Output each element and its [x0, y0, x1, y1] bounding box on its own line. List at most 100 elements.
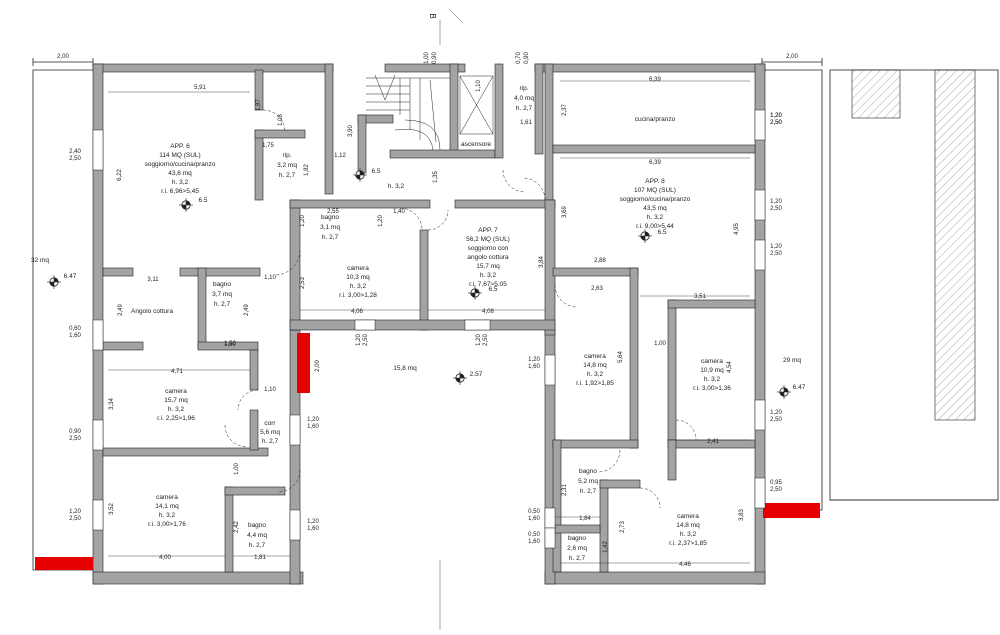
dimension-label: 1,84 — [579, 516, 591, 522]
dimension-label: 3,90 — [348, 125, 354, 137]
camera-c-height: h. 3,2 — [159, 512, 176, 519]
dimension-label: 1,10 — [476, 80, 482, 92]
app7-ri: r.i. 7,67>5,05 — [469, 281, 507, 288]
dimension-label: 5,64 — [618, 351, 624, 363]
window-label: 1,202,50 — [770, 244, 782, 257]
dimension-label: 3,69 — [562, 206, 568, 218]
dimension-label: 3,51 — [694, 294, 706, 300]
app8-room: soggiorno/cucina/pranzo — [620, 196, 691, 203]
dimension-label: 2,31 — [562, 484, 568, 496]
camera-b-area: 15,7 mq — [164, 397, 188, 404]
level-marker — [467, 285, 483, 301]
dimension-label: 6,39 — [649, 77, 661, 83]
camera-a-name: camera — [347, 265, 369, 272]
stair-level: 6.5 — [371, 168, 380, 175]
camera-e-height: h. 3,2 — [704, 376, 721, 383]
camera-d-name: camera — [584, 353, 606, 360]
dimension-label: 1,35 — [433, 171, 439, 183]
balcony-left-width: 2,00 — [57, 54, 69, 60]
dimension-lines — [108, 9, 750, 630]
dimension-label: 2,00 — [315, 360, 321, 372]
bagno-c-area: 4,4 mq — [247, 532, 267, 539]
angolo-cottura: Angolo cottura — [131, 308, 173, 315]
dimension-label: 2,88 — [594, 258, 606, 264]
hall-area: 15,8 mq — [393, 365, 417, 372]
dimension-label: 2,63 — [591, 286, 603, 292]
bagno-e-height: h. 2,7 — [569, 555, 586, 562]
svg-text:2,50: 2,50 — [483, 334, 489, 346]
svg-text:2,50: 2,50 — [69, 516, 81, 522]
svg-text:1,20: 1,20 — [770, 410, 782, 416]
bagno-e-name: bagno — [568, 535, 586, 542]
svg-text:1,60: 1,60 — [69, 333, 81, 339]
svg-text:1,60: 1,60 — [528, 539, 540, 545]
svg-text:1,60: 1,60 — [307, 424, 319, 430]
dimension-label: 1,75 — [262, 143, 274, 149]
rip1-name: rip. — [282, 152, 291, 159]
dimension-label: 2,42 — [234, 521, 240, 533]
svg-text:2,50: 2,50 — [69, 156, 81, 162]
dimension-label: 6,22 — [117, 169, 123, 181]
app8-title: APP. 8 — [645, 178, 665, 185]
svg-text:1,20: 1,20 — [528, 357, 540, 363]
dimension-label: 3,11 — [147, 277, 159, 283]
bagno-d-area: 5,2 mq — [578, 478, 598, 485]
svg-text:0,60: 0,60 — [69, 326, 81, 332]
svg-text:0,50: 0,50 — [528, 509, 540, 515]
rip2-name: rip. — [519, 85, 528, 92]
camera-f-name: camera — [677, 513, 699, 520]
north-label: B — [428, 13, 437, 18]
camera-a-area: 10,3 mq — [346, 274, 370, 281]
svg-text:1,20: 1,20 — [356, 334, 362, 346]
window-label: 0,601,60 — [69, 326, 81, 339]
door-swings — [224, 109, 697, 509]
window-label: 1,202,50 — [770, 199, 782, 212]
dimension-label: 1,50 — [224, 342, 236, 348]
dimension-label: 3,34 — [109, 398, 115, 410]
svg-text:2,50: 2,50 — [770, 487, 782, 493]
dimension-label: 4,00 — [159, 555, 171, 561]
camera-c-ri: r.i. 3,00>1,76 — [148, 521, 186, 528]
app6-level: 6.5 — [198, 197, 207, 204]
level-marker — [776, 384, 792, 400]
dimension-label: 1,40 — [393, 209, 405, 215]
svg-text:1,20: 1,20 — [307, 417, 319, 423]
dimension-label: 4,54 — [727, 361, 733, 373]
window-label: 1,201,60 — [528, 357, 540, 370]
window-label: 1,202,50 — [770, 113, 782, 126]
dimension-label: 1,81 — [254, 555, 266, 561]
window-label: 1,201,60 — [307, 417, 319, 430]
dimension-label: 1,20 — [378, 215, 384, 227]
app6-sul: 114 MQ (SUL) — [159, 152, 200, 159]
bagno-c-name: bagno — [248, 522, 266, 529]
camera-f-ri: r.i. 2,37>1,85 — [669, 540, 707, 547]
svg-text:1,20: 1,20 — [307, 519, 319, 525]
svg-text:2,50: 2,50 — [770, 120, 782, 126]
app8-area: 43,5 mq — [643, 205, 667, 212]
bagno-e-area: 2,6 mq — [567, 545, 587, 552]
dimension-label: 1,82 — [304, 164, 310, 176]
dimension-label: 1,42 — [603, 541, 609, 553]
app6-ri: r.i. 6,96>5,45 — [161, 188, 199, 195]
svg-text:1,20: 1,20 — [770, 199, 782, 205]
camera-f-height: h. 3,2 — [680, 531, 697, 538]
window-label: 1,201,60 — [307, 519, 319, 532]
dimension-label: 1,50 — [224, 341, 236, 347]
dimension-label: 4,95 — [734, 223, 740, 235]
svg-text:2,50: 2,50 — [69, 436, 81, 442]
dimension-label: 5,91 — [194, 85, 206, 91]
balcony-right-width: 2,00 — [786, 54, 798, 60]
app6-room: soggiorno/cucina/pranzo — [145, 161, 216, 168]
dimension-label: 2,41 — [707, 439, 719, 445]
dimension-label: 1,00 — [424, 52, 430, 64]
camera-c-area: 14,1 mq — [155, 503, 179, 510]
dimension-label: 4,08 — [482, 309, 494, 315]
ascensore-label: ascensore — [461, 141, 491, 148]
camera-b-ri: r.i. 2,25>1,96 — [157, 415, 195, 422]
app8-ri: r.i. 9,00>5,44 — [636, 223, 674, 230]
svg-text:1,20: 1,20 — [770, 244, 782, 250]
balcony-right-level: 6.47 — [793, 384, 806, 391]
camera-a-height: h. 3,2 — [350, 283, 367, 290]
